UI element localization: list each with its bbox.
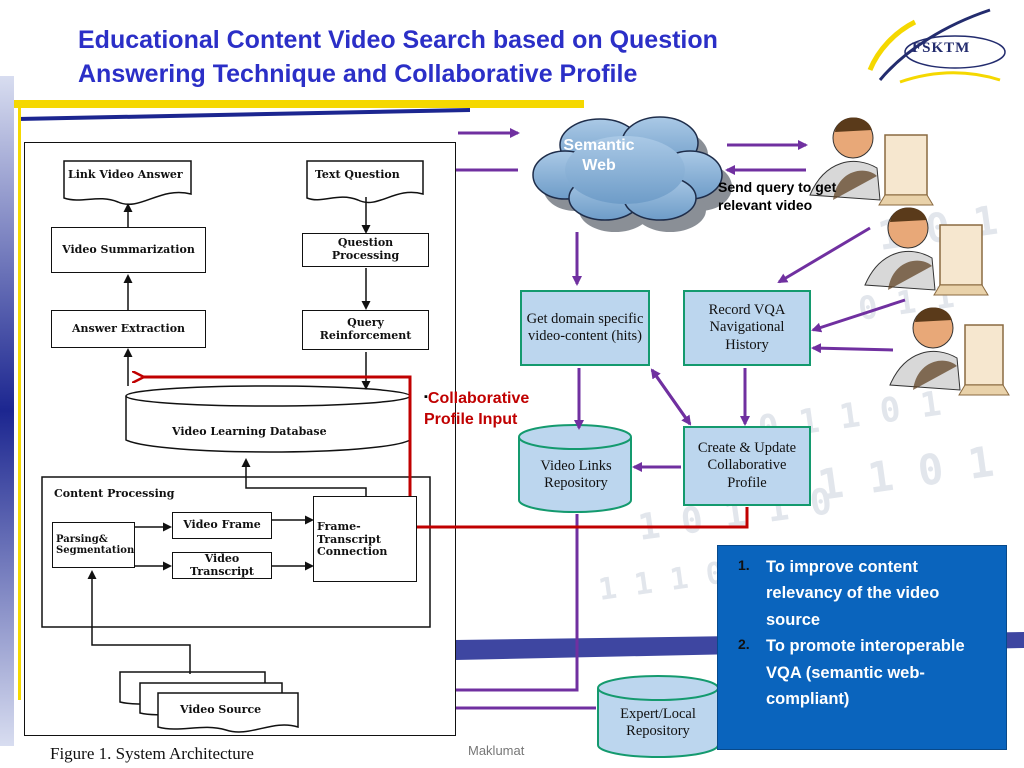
goals-panel: 1. To improve content relevancy of the vi… <box>717 545 1007 750</box>
goal-number: 2. <box>738 636 750 653</box>
semantic-web-cloud-icon <box>532 116 732 232</box>
content-processing-label: Content Processing <box>54 487 175 500</box>
text-question-doc-shape <box>306 160 424 204</box>
fsktm-logo-icon <box>867 8 1006 84</box>
link-video-answer-label: Link Video Answer <box>68 168 183 181</box>
goal-number: 1. <box>738 557 750 573</box>
fsktm-logo-text: FSKTM <box>912 40 971 56</box>
frame-transcript-connection-box: Frame-Transcript Connection <box>313 496 417 582</box>
question-processing-box: Question Processing <box>302 233 429 267</box>
expert-local-repository-cylinder-icon <box>597 675 719 758</box>
video-links-repository-label: Video Links Repository <box>540 458 612 492</box>
query-reinforcement-box: Query Reinforcement <box>302 310 429 350</box>
expert-local-repository-label: Expert/Local Repository <box>620 706 696 740</box>
left-accent-bar <box>0 76 14 746</box>
header-navy-line <box>18 108 470 121</box>
figure-caption: Figure 1. System Architecture <box>50 744 254 763</box>
video-transcript-box: Video Transcript <box>172 552 272 579</box>
link-video-answer-doc-shape <box>63 160 192 205</box>
text-question-label: Text Question <box>315 168 400 181</box>
goal-item: 2. To promote interoperable VQA (semantic… <box>728 633 996 712</box>
header-yellow-bar <box>14 100 584 108</box>
footer-text: Maklumat <box>468 743 525 758</box>
create-update-profile-box: Create & Update Collaborative Profile <box>683 426 811 506</box>
send-query-note: Send query to get relevant video <box>718 179 837 214</box>
video-summarization-box: Video Summarization <box>51 227 206 273</box>
video-learning-database-label: Video Learning Database <box>172 425 327 438</box>
collaborative-profile-input-label: ▪Collaborative Profile Input <box>424 390 530 428</box>
goal-text: To promote interoperable VQA (semantic w… <box>766 637 965 708</box>
goal-item: 1. To improve content relevancy of the vi… <box>728 554 996 633</box>
slide-title-line-1: Educational Content Video Search based o… <box>78 26 718 54</box>
goal-text: To improve content relevancy of the vide… <box>766 558 940 629</box>
bullet-icon: ▪ <box>424 391 428 403</box>
slide-title-line-2: Answering Technique and Collaborative Pr… <box>78 60 638 88</box>
goals-list: 1. To improve content relevancy of the vi… <box>718 546 1006 712</box>
person-at-desk-icon <box>864 207 989 296</box>
video-frame-box: Video Frame <box>172 512 272 539</box>
left-yellow-bar <box>18 100 21 700</box>
video-learning-database-shape <box>125 396 411 453</box>
person-at-desk-icon <box>889 307 1010 396</box>
content-processing-frame <box>41 476 431 628</box>
semantic-web-label: Semantic Web <box>563 137 635 174</box>
video-source-label: Video Source <box>180 703 262 716</box>
parsing-segmentation-box: Parsing& Segmentation <box>52 522 135 568</box>
person-at-desk-icon <box>809 117 934 206</box>
video-links-repository-cylinder-icon <box>518 424 632 513</box>
answer-extraction-box: Answer Extraction <box>51 310 206 348</box>
record-vqa-history-box: Record VQA Navigational History <box>683 290 811 366</box>
get-domain-content-box: Get domain specific video-content (hits) <box>520 290 650 366</box>
